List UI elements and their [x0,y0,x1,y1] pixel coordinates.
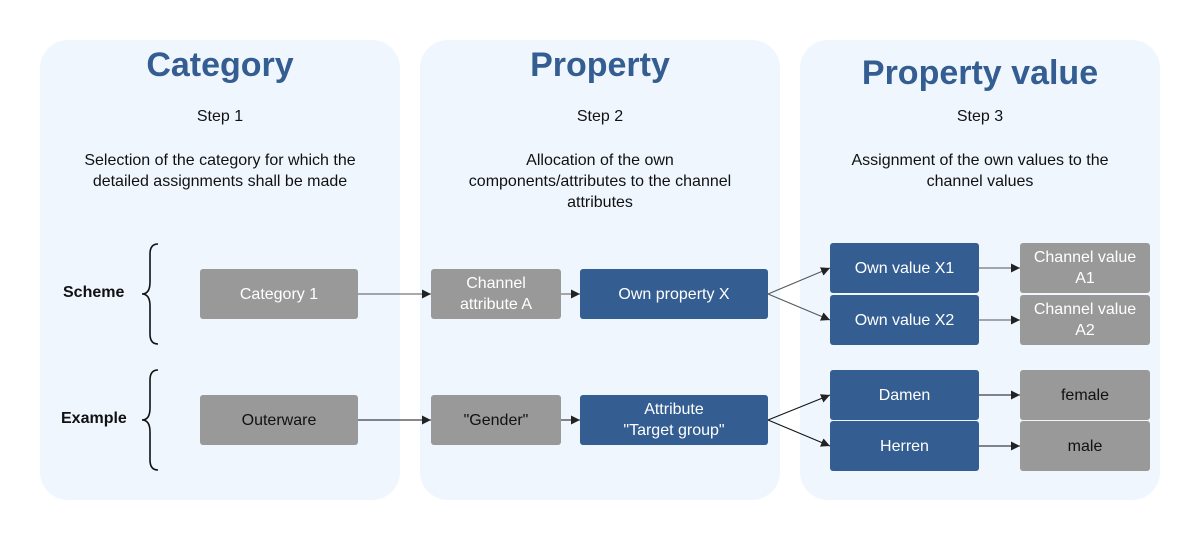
panel-title: Property [530,46,670,84]
panel-title: Property value [861,54,1099,92]
arrow-own-property-to-value-x1 [767,267,831,295]
own-value-box: Herren [830,421,979,471]
channel-value-box: female [1020,370,1150,420]
channel-value-box: male [1020,421,1150,471]
own-value-box: Damen [830,370,979,420]
arrow-target-group-to-damen [767,394,831,421]
step-label: Step 2 [576,108,624,125]
panel-title: Category [146,46,294,84]
step-label: Step 1 [196,108,244,125]
example-brace [141,369,159,471]
arrow-own-property-to-value-x2 [767,293,831,321]
step-description: Allocation of the own components/attribu… [468,152,732,211]
row-label-scheme: Scheme [63,284,125,301]
category-box: Outerware [200,395,358,445]
step-description: Selection of the category for which the … [84,152,356,190]
scheme-brace [141,243,159,345]
category-box: Category 1 [200,269,358,319]
channel-attribute-box: "Gender" [431,395,561,445]
step-label: Step 3 [956,108,1004,125]
channel-attribute-box: Channel attribute A [431,269,561,319]
channel-value-box: Channel value A1 [1020,243,1150,293]
channel-value-box: Channel value A2 [1020,295,1150,345]
own-property-box: Own property X [580,269,768,319]
step-description: Assignment of the own values to the chan… [851,152,1109,190]
own-value-box: Own value X2 [830,295,979,345]
arrow-target-group-to-herren [767,419,831,447]
own-property-box: Attribute "Target group" [580,395,768,445]
own-value-box: Own value X1 [830,243,979,293]
row-label-example: Example [61,410,127,427]
